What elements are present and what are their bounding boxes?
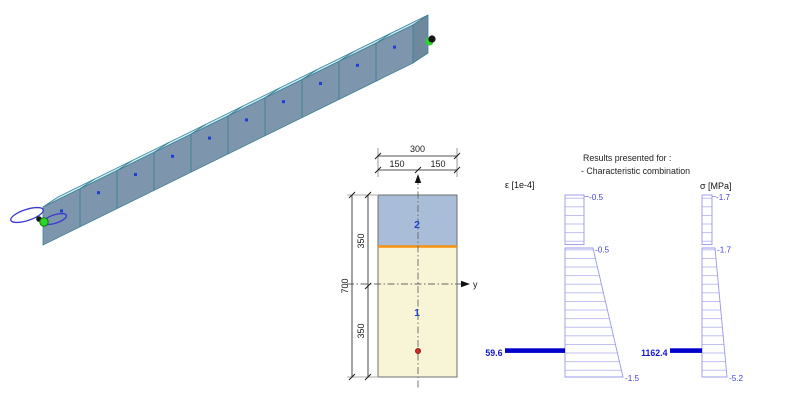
- y-axis-arrow-icon: [461, 280, 470, 288]
- stress-top-value: -1.7: [716, 193, 731, 202]
- strain-values: -0.5 -0.5 -1.5: [589, 193, 640, 383]
- dim-tick: [453, 152, 461, 160]
- dim-tick: [453, 166, 461, 174]
- dim-height-bottom: 350: [356, 323, 366, 338]
- dim-tick: [364, 373, 372, 381]
- strain-diagram[interactable]: ε [1e-4] -0.5 -0.5 -1.5 59.6: [485, 180, 639, 383]
- stress-bottom-value: -5.2: [729, 374, 744, 383]
- strain-interface-value: -0.5: [595, 246, 610, 255]
- strain-bottom-value: -1.5: [625, 374, 640, 383]
- results-header-line2: - Characteristic combination: [581, 166, 690, 176]
- strain-rebar-bar[interactable]: [505, 348, 565, 353]
- support-ring-icon: [10, 206, 44, 224]
- start-node[interactable]: [39, 217, 49, 227]
- dim-tick: [364, 191, 372, 199]
- stress-top-block: [701, 194, 713, 245]
- dim-width-right: 150: [430, 159, 445, 169]
- stress-diagram[interactable]: σ [MPa] -1.7 -1.7 -5.2 1162.4: [641, 181, 743, 383]
- stress-interface-value: -1.7: [717, 246, 732, 255]
- segment-division-line: [79, 178, 96, 190]
- dim-tick: [364, 282, 372, 290]
- member-midpoint-dot[interactable]: [208, 136, 211, 140]
- member-midpoint-dot[interactable]: [393, 45, 396, 49]
- section-part-2[interactable]: [378, 195, 457, 247]
- segment-division-line: [190, 123, 207, 135]
- dim-tick: [348, 191, 356, 199]
- dim-height-total: 700: [340, 278, 350, 293]
- dim-width-left: 150: [389, 159, 404, 169]
- member-midpoint-dot[interactable]: [282, 100, 285, 104]
- member-midpoint-dot[interactable]: [60, 209, 63, 213]
- results-header-line1: Results presented for :: [583, 153, 672, 163]
- stress-values: -1.7 -1.7 -5.2: [716, 193, 744, 383]
- strain-diagram-title: ε [1e-4]: [505, 180, 535, 190]
- dim-tick: [374, 166, 382, 174]
- y-axis-label: y: [473, 280, 478, 290]
- part-1-label[interactable]: 1: [414, 307, 420, 319]
- member-midpoint-dot[interactable]: [319, 82, 322, 85]
- dim-width-total: 300: [410, 144, 425, 154]
- segment-division-line: [301, 69, 318, 80]
- segment-division-line: [227, 105, 244, 117]
- segment-division-line: [375, 32, 392, 44]
- rebar-point[interactable]: [414, 347, 421, 354]
- stress-rebar-value: 1162.4: [641, 348, 668, 358]
- support-symbol[interactable]: [9, 205, 68, 227]
- strain-top-value: -0.5: [589, 193, 604, 202]
- part-2-label[interactable]: 2: [414, 219, 420, 231]
- beam-segment-divisions: [79, 32, 392, 227]
- segment-division-line: [153, 142, 170, 153]
- stress-bottom-block: [701, 247, 728, 378]
- beam-midpoint-nodes: [60, 45, 396, 213]
- end-node-cap-icon: [428, 35, 436, 43]
- member-midpoint-dot[interactable]: [356, 63, 359, 67]
- beam-3d-view: [9, 14, 436, 246]
- stress-diagram-title: σ [MPa]: [700, 181, 732, 191]
- beam-end-face[interactable]: [412, 14, 429, 64]
- cross-section-view: y 300 150 150 700 350 350 2 1: [340, 144, 478, 388]
- strain-bottom-block: [564, 247, 624, 378]
- dim-tick: [374, 152, 382, 160]
- member-midpoint-dot[interactable]: [245, 118, 248, 122]
- member-midpoint-dot[interactable]: [171, 154, 174, 158]
- strain-top-block: [564, 194, 585, 245]
- results-area: Results presented for : - Characteristic…: [485, 153, 743, 383]
- segment-division-line: [264, 87, 281, 99]
- stress-rebar-bar[interactable]: [670, 348, 702, 353]
- dim-height-top: 350: [356, 233, 366, 248]
- dim-tick: [348, 373, 356, 381]
- section-part-1[interactable]: [378, 247, 457, 377]
- section-outline: [377, 194, 458, 378]
- strain-rebar-value: 59.6: [485, 348, 502, 358]
- segment-division-line: [338, 51, 355, 62]
- segment-division-line: [116, 160, 133, 171]
- member-midpoint-dot[interactable]: [97, 191, 100, 195]
- member-midpoint-dot[interactable]: [134, 173, 137, 176]
- dim-tick: [414, 166, 422, 174]
- end-node-group[interactable]: [425, 35, 436, 46]
- z-axis-arrow-icon: [414, 174, 422, 183]
